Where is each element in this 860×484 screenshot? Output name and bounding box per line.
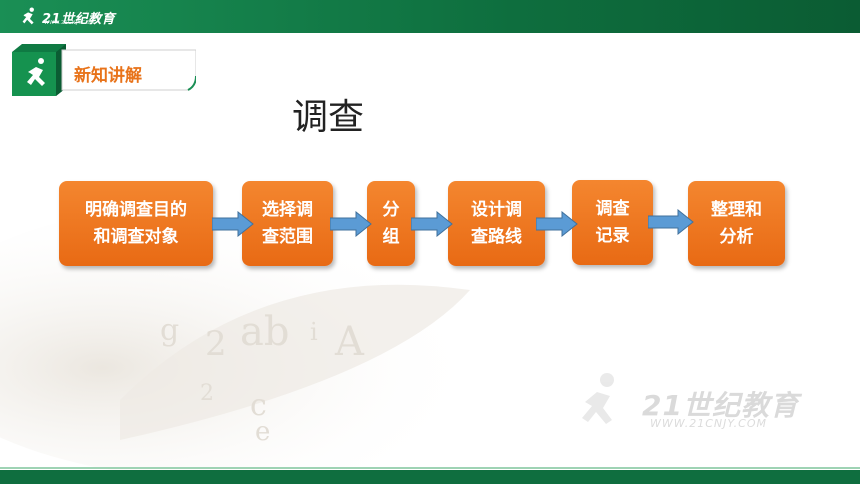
step-line: 查范围 [262, 226, 313, 247]
footer-accent-line [0, 467, 860, 469]
step-line: 分析 [719, 226, 754, 247]
watermark-url: WWW.21CNJY.COM [650, 417, 768, 430]
step-line: 整理和 [711, 199, 762, 220]
header-logo-text: 21世纪教育 [42, 11, 116, 27]
flow-arrow-icon [648, 209, 694, 235]
section-badge-label: 新知讲解 [74, 66, 142, 86]
flow-arrow-icon [411, 211, 453, 237]
step-record: 调查 记录 [572, 180, 653, 265]
svg-text:c: c [250, 388, 267, 423]
flow-arrow-icon [330, 211, 372, 237]
step-define-purpose: 明确调查目的 和调查对象 [59, 181, 213, 266]
step-line: 组 [382, 226, 400, 247]
flow-arrow-icon [212, 211, 254, 237]
header-logo[interactable]: 21世纪教育 WWW.21CNJY.COM [18, 5, 115, 29]
svg-text:e: e [255, 417, 270, 447]
step-line: 查路线 [471, 226, 522, 247]
header-bar: 21世纪教育 WWW.21CNJY.COM [0, 0, 860, 33]
page-title: 调查 [292, 97, 365, 138]
svg-text:A: A [334, 319, 365, 365]
step-line: 分 [382, 199, 400, 220]
svg-text:2: 2 [205, 324, 227, 364]
step-line: 明确调查目的 [85, 199, 187, 220]
step-line: 记录 [595, 225, 630, 246]
watermark-brand: 21世纪教育 [642, 389, 799, 422]
step-line: 调查 [595, 198, 630, 219]
flow-arrow-icon [536, 211, 578, 237]
section-badge [12, 44, 196, 96]
step-organize-analyze: 整理和 分析 [688, 181, 785, 266]
step-line: 选择调 [262, 199, 313, 220]
step-line: 和调查对象 [93, 226, 179, 247]
step-line: 设计调 [471, 199, 522, 220]
step-group: 分 组 [367, 181, 415, 266]
svg-text:2: 2 [200, 381, 214, 406]
step-design-route: 设计调 查路线 [448, 181, 545, 266]
header-logo-url: WWW.21CNJY.COM [44, 20, 95, 26]
svg-text:g: g [160, 313, 179, 348]
svg-text:i: i [310, 318, 318, 346]
runner-badge-icon [27, 58, 45, 86]
step-choose-scope: 选择调 查范围 [242, 181, 333, 266]
svg-text:ab: ab [240, 309, 289, 355]
background-watermark: g 2 ab i A 2 c e [0, 200, 614, 470]
footer-bar [0, 470, 860, 484]
runner-logo-icon [22, 7, 34, 25]
